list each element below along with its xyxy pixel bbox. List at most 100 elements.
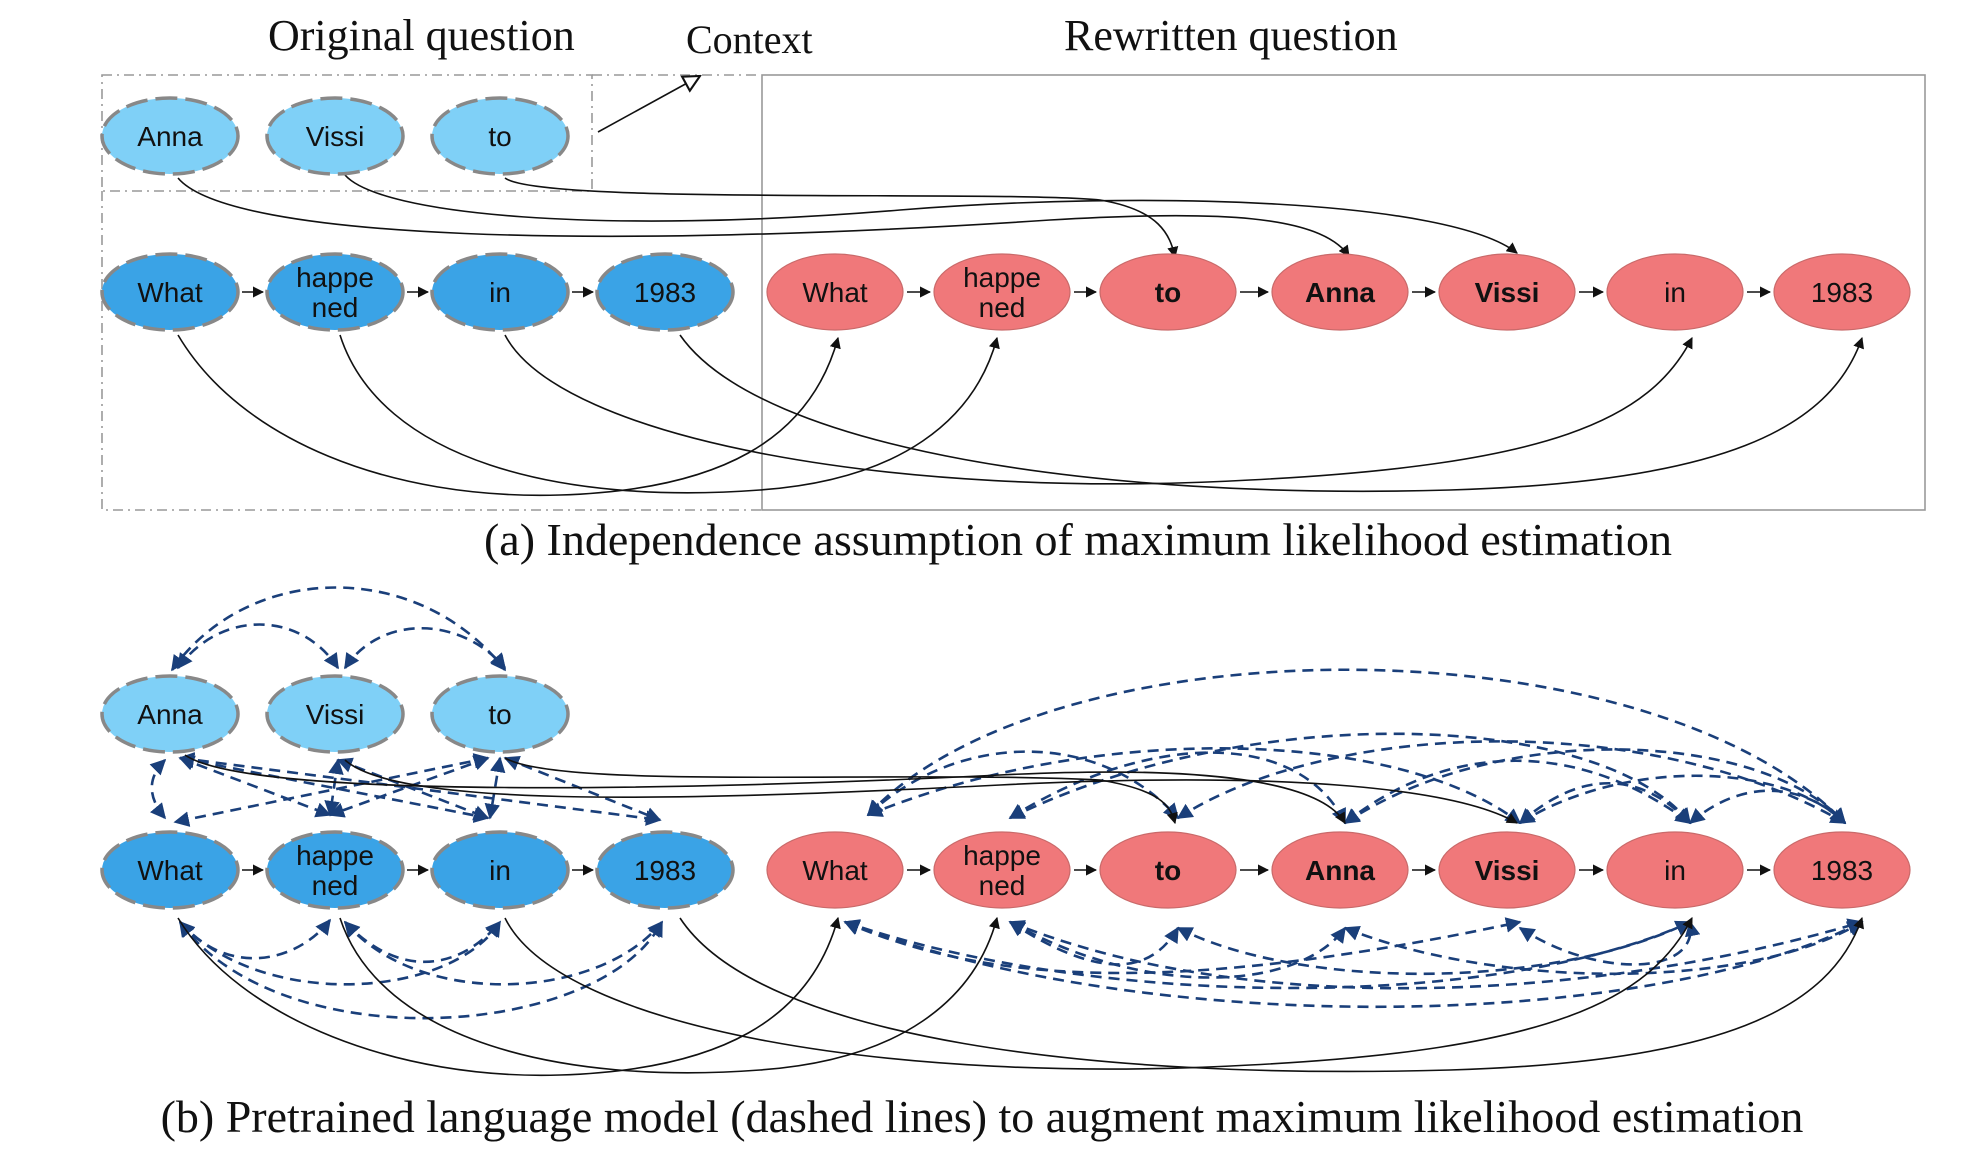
lm-edge-to-what	[173, 753, 490, 827]
edge-b-in-to-rewritten-in	[504, 917, 1693, 1070]
node-ellipse	[430, 96, 570, 176]
node-ellipse	[430, 830, 570, 910]
node-ellipse	[766, 253, 904, 331]
context-pointer-arrow	[597, 76, 700, 133]
node-ellipse	[933, 253, 1071, 331]
node-label: What	[802, 855, 868, 886]
node-label: to	[1155, 277, 1181, 308]
edge-b-to-to-rewritten-to	[504, 757, 1178, 825]
node-label: in	[489, 277, 511, 308]
edge-vissi-to-rewritten-vissi	[344, 174, 1518, 254]
lm-edge-rw-happened-1983-bottom	[1008, 918, 1864, 990]
panel-b-mle-edges	[177, 754, 1864, 1077]
node-label: 1983	[634, 855, 696, 886]
node-ellipse	[265, 674, 405, 754]
lm-edge-vissi-in	[336, 757, 490, 821]
edge-b-what-to-rewritten-what	[177, 916, 841, 1077]
node-rewritten-a_r_vissi: Vissi	[1438, 253, 1576, 331]
edge-to-to-rewritten-to	[504, 177, 1179, 259]
lm-edge-what-happened	[178, 918, 332, 960]
node-label: Vissi	[306, 699, 365, 730]
node-label: 1983	[1811, 855, 1873, 886]
node-context-a_anna: Anna	[100, 96, 240, 176]
node-context-b_to: to	[430, 674, 570, 754]
node-ellipse	[265, 252, 405, 332]
original-question-box	[101, 191, 762, 511]
lm-edge-anna-vissi	[176, 623, 340, 670]
edge-b-happened-to-rewritten-happened	[339, 916, 1000, 1074]
node-ellipse	[1099, 253, 1237, 331]
context-label: Context	[686, 17, 813, 62]
node-ellipse	[1099, 831, 1237, 909]
node-label: ned	[312, 870, 359, 901]
edge-in-to-rewritten-in	[504, 334, 1693, 485]
lm-edge-rw-happened-anna-bottom	[1008, 920, 1347, 979]
lm-edge-rw-vissi-in	[1518, 782, 1692, 825]
node-ellipse	[430, 252, 570, 332]
node-rewritten-b_r_to: to	[1099, 831, 1237, 909]
node-label: happe	[963, 262, 1041, 293]
edge-b-1983-to-rewritten-1983	[679, 916, 1864, 1073]
node-label: Anna	[1305, 855, 1375, 886]
node-rewritten-b_r_1983: 1983	[1773, 831, 1911, 909]
lm-edge-anna-to	[170, 586, 507, 672]
node-ellipse	[595, 830, 735, 910]
node-ellipse	[265, 830, 405, 910]
node-label: Vissi	[1475, 855, 1540, 886]
node-ellipse	[1438, 253, 1576, 331]
node-original-a_what: What	[100, 252, 240, 332]
node-ellipse	[265, 96, 405, 176]
edge-b-anna-to-rewritten-anna	[184, 754, 1346, 824]
node-label: Vissi	[1475, 277, 1540, 308]
node-rewritten-a_r_to: to	[1099, 253, 1237, 331]
node-original-a_in: in	[430, 252, 570, 332]
node-label: 1983	[1811, 277, 1873, 308]
lm-edge-anna-1983	[178, 752, 662, 826]
node-label: happe	[296, 262, 374, 293]
lm-edge-to-in	[484, 756, 506, 820]
node-ellipse	[1773, 831, 1911, 909]
node-rewritten-a_r_1983: 1983	[1773, 253, 1911, 331]
lm-edge-rw-vissi-in-bottom	[1518, 920, 1701, 966]
edge-happened-to-rewritten-happened	[339, 334, 1000, 494]
node-ellipse	[1773, 253, 1911, 331]
lm-edge-rw-what-1983	[866, 668, 1847, 825]
edge-b-vissi-to-rewritten-vissi	[344, 759, 1518, 824]
node-label: Anna	[137, 699, 203, 730]
lm-edge-rw-in-1983	[1688, 789, 1847, 825]
lm-edge-rw-what-in-bottom	[843, 919, 1692, 990]
node-label: ned	[979, 292, 1026, 323]
node-context-a_to: to	[430, 96, 570, 176]
node-label: What	[137, 277, 203, 308]
caption-b: (b) Pretrained language model (dashed li…	[161, 1091, 1804, 1142]
edge-1983-to-rewritten-1983	[679, 334, 1864, 493]
node-ellipse	[1271, 253, 1409, 331]
lm-edge-rw-happened-anna	[1008, 751, 1347, 825]
node-label: What	[137, 855, 203, 886]
node-context-b_vissi: Vissi	[265, 674, 405, 754]
lm-edge-rw-what-to	[866, 750, 1180, 820]
node-ellipse	[1606, 253, 1744, 331]
node-ellipse	[595, 252, 735, 332]
node-ellipse	[100, 674, 240, 754]
node-label: ned	[312, 292, 359, 323]
node-original-b_what: What	[100, 830, 240, 910]
node-ellipse	[100, 252, 240, 332]
edge-what-to-rewritten-what	[177, 334, 841, 497]
lm-edge-happened-1983	[343, 920, 664, 986]
node-ellipse	[1606, 831, 1744, 909]
edge-anna-to-rewritten-anna	[177, 177, 1350, 257]
node-label: in	[1664, 855, 1686, 886]
lm-edge-rw-what-1983-bottom	[843, 919, 1864, 1009]
node-rewritten-a_r_anna: Anna	[1271, 253, 1409, 331]
lm-edge-what-in	[178, 920, 502, 986]
node-label: Vissi	[306, 121, 365, 152]
node-label: to	[488, 699, 511, 730]
lm-edge-rw-anna-in	[1343, 759, 1692, 825]
